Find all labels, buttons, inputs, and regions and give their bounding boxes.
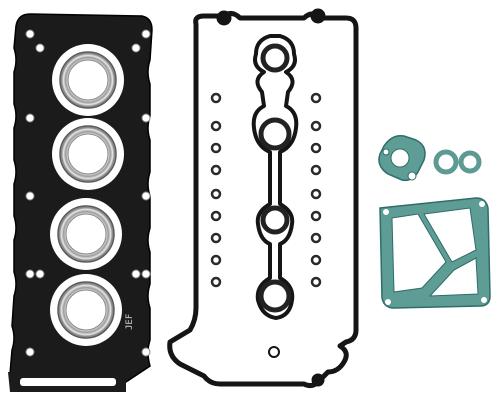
valve-stem-seals — [210, 92, 322, 288]
spark-plug-seals — [258, 43, 292, 313]
valve-cover-outline — [167, 10, 359, 389]
head-gasket-holes — [25, 29, 151, 357]
cylinder-head-gasket: JEF — [8, 13, 153, 392]
head-gasket-hole — [141, 113, 151, 123]
valve-stem-seal — [210, 142, 222, 154]
valve-stem-seal — [210, 120, 222, 132]
valve-stem-seal — [310, 120, 322, 132]
head-gasket-hole — [25, 269, 35, 279]
head-gasket-hole — [25, 113, 35, 123]
head-gasket-hole — [35, 43, 45, 53]
valve-stem-seal — [310, 276, 322, 288]
valve-cover-bolt-boss — [311, 373, 325, 387]
head-gasket-hole — [131, 43, 141, 53]
valve-stem-seal — [210, 232, 222, 244]
head-gasket-marking: JEF — [125, 314, 135, 330]
valve-stem-seal — [210, 188, 222, 200]
valve-stem-seal — [310, 142, 322, 154]
head-gasket-hole — [141, 29, 151, 39]
head-gasket-tab-slot — [20, 378, 116, 386]
valve-stem-seal — [310, 92, 322, 104]
valve-stem-seal — [210, 164, 222, 176]
valve-stem-seal — [310, 232, 322, 244]
valve-stem-seal — [210, 210, 222, 222]
valve-stem-seal — [310, 210, 322, 222]
head-gasket-hole — [141, 191, 151, 201]
head-gasket-hole — [25, 29, 35, 39]
head-gasket-hole — [141, 347, 151, 357]
valve-stem-seal — [310, 254, 322, 266]
water-pump-gasket — [378, 134, 426, 182]
head-gasket-hole — [25, 191, 35, 201]
head-gasket-hole — [35, 269, 45, 279]
cylinder-bores — [50, 44, 124, 346]
head-gasket-hole — [131, 269, 141, 279]
housing-gasket — [379, 197, 491, 309]
valve-stem-seal — [310, 188, 322, 200]
valve-stem-seal — [210, 276, 222, 288]
valve-cover-center-spine — [251, 34, 299, 320]
valve-stem-seal — [310, 164, 322, 176]
head-gasket-hole — [141, 269, 151, 279]
valve-stem-seal — [210, 92, 222, 104]
valve-cover-bolt-boss — [216, 10, 232, 26]
valve-stem-seal — [210, 254, 222, 266]
head-gasket-hole — [25, 347, 35, 357]
valve-cover-gasket — [167, 8, 359, 389]
green-o-rings — [433, 149, 482, 175]
valve-cover-bolt-boss — [310, 8, 326, 24]
valve-cover-bolt-boss — [268, 346, 280, 358]
